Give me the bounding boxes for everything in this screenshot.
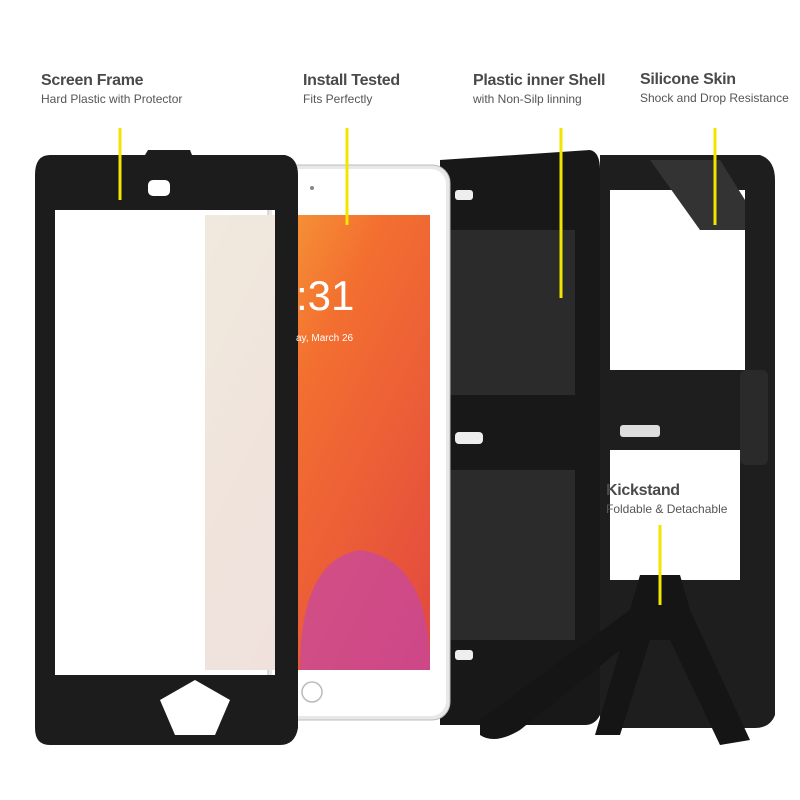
kickstand bbox=[480, 575, 750, 745]
label-title: Silicone Skin bbox=[640, 71, 736, 88]
silicone-skin bbox=[585, 155, 775, 728]
label-title: Plastic inner Shell bbox=[473, 72, 606, 89]
label-subtitle: Hard Plastic with Protector bbox=[41, 92, 183, 106]
plastic-inner-shell bbox=[440, 150, 600, 725]
label-title: Screen Frame bbox=[41, 72, 144, 89]
label-silicone-skin: Silicone Skin Shock and Drop Resistance bbox=[640, 71, 789, 105]
label-title: Install Tested bbox=[303, 72, 400, 89]
label-title: Kickstand bbox=[606, 482, 680, 499]
callout-lines bbox=[118, 128, 717, 605]
label-subtitle: Fits Perfectly bbox=[303, 92, 373, 106]
label-subtitle: with Non-Silp linning bbox=[473, 92, 582, 106]
label-subtitle: Foldable & Detachable bbox=[606, 502, 728, 516]
lockscreen-time: :31 bbox=[296, 272, 355, 319]
tablet bbox=[205, 164, 451, 721]
screen-frame bbox=[35, 150, 298, 745]
label-kickstand: Kickstand Foldable & Detachable bbox=[606, 482, 727, 516]
label-inner-shell: Plastic inner Shell with Non-Silp linnin… bbox=[473, 72, 605, 106]
label-subtitle: Shock and Drop Resistance bbox=[640, 91, 789, 105]
label-screen-frame: Screen Frame Hard Plastic with Protector bbox=[41, 72, 182, 106]
label-install-tested: Install Tested Fits Perfectly bbox=[303, 72, 400, 106]
lockscreen-date: ay, March 26 bbox=[296, 333, 354, 344]
